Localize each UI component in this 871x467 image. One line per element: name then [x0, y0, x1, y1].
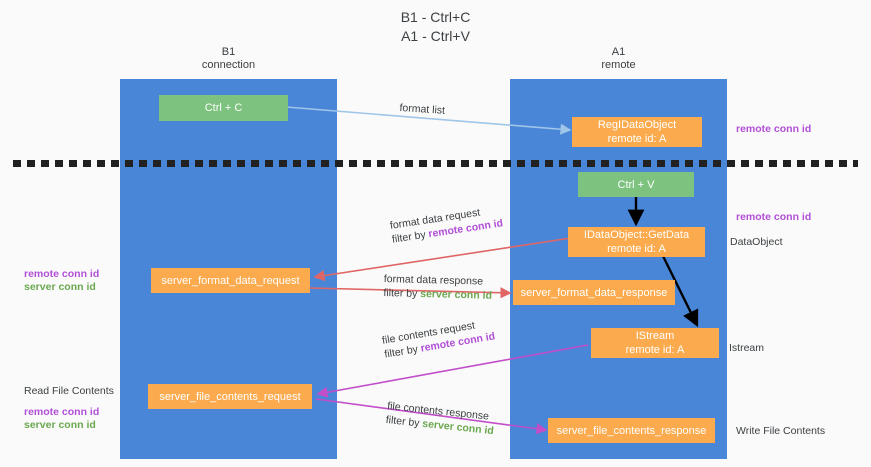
- annotation-left-server-conn-id: server conn id: [24, 281, 96, 294]
- node-server-file-contents-response-label: server_file_contents_response: [556, 424, 707, 437]
- node-reg-idataobject-line2: remote id: A: [607, 133, 667, 145]
- annotation-left-server-conn-id-2: server conn id: [24, 419, 96, 432]
- edge-label-format-data-response-line2: filter by server conn id: [383, 286, 492, 303]
- annotation-right-remote-conn-id-mid: remote conn id: [736, 211, 811, 224]
- node-server-format-data-request-label: server_format_data_request: [161, 274, 300, 287]
- node-ctrl-v-label: Ctrl + V: [617, 178, 655, 191]
- annotation-left-remote-conn-id-text: remote conn id: [24, 268, 100, 280]
- edge-label-file-contents-response-prefix: filter by: [385, 413, 423, 430]
- annotation-right-dataobject-text: DataObject: [730, 236, 783, 248]
- node-idataobject-getdata[interactable]: IDataObject::GetData remote id: A: [568, 227, 705, 257]
- annotation-left-remote-conn-id-2-text: remote conn id: [24, 406, 100, 418]
- node-server-file-contents-request[interactable]: server_file_contents_request: [148, 384, 312, 409]
- annotation-right-dataobject: DataObject: [730, 236, 783, 249]
- edge-label-format-data-response-prefix: filter by: [383, 286, 421, 300]
- annotation-right-write-file-contents-text: Write File Contents: [736, 425, 826, 437]
- node-server-format-data-response-label: server_format_data_response: [520, 286, 668, 299]
- node-ctrl-c[interactable]: Ctrl + C: [159, 95, 288, 121]
- node-reg-idataobject[interactable]: RegIDataObject remote id: A: [572, 117, 702, 147]
- node-idataobject-getdata-line1: IDataObject::GetData: [583, 229, 690, 241]
- annotation-left-server-conn-id-text: server conn id: [24, 281, 96, 293]
- node-istream-line2: remote id: A: [625, 344, 685, 356]
- node-idataobject-getdata-line2: remote id: A: [607, 243, 666, 255]
- node-istream[interactable]: IStream remote id: A: [591, 328, 719, 358]
- node-ctrl-c-label: Ctrl + C: [204, 102, 243, 114]
- annotation-left-server-conn-id-2-text: server conn id: [24, 419, 96, 431]
- arrow-format-data-request: [313, 237, 572, 282]
- annotation-left-remote-conn-id: remote conn id: [24, 268, 99, 281]
- arrow-getdata-to-istream: [661, 255, 699, 328]
- annotation-right-remote-conn-id-top-text: remote conn id: [736, 123, 812, 135]
- column-header-b1-name: B1: [221, 46, 236, 58]
- node-server-format-data-response[interactable]: server_format_data_response: [513, 280, 675, 305]
- node-server-file-contents-request-label: server_file_contents_request: [159, 390, 301, 403]
- annotation-right-write-file-contents: Write File Contents: [736, 425, 825, 438]
- annotation-left-read-file-contents: Read File Contents: [24, 385, 114, 398]
- arrow-file-contents-request: [316, 344, 589, 398]
- annotation-left-remote-conn-id-2: remote conn id: [24, 406, 99, 419]
- arrow-format-data-response: [309, 287, 512, 299]
- annotation-right-istream-text: Istream: [729, 342, 765, 354]
- edge-label-format-data-response-key: server conn id: [420, 287, 493, 302]
- annotation-right-remote-conn-id-top: remote conn id: [736, 123, 811, 136]
- annotation-right-remote-conn-id-mid-text: remote conn id: [736, 211, 812, 223]
- node-ctrl-v[interactable]: Ctrl + V: [578, 172, 694, 197]
- column-header-a1-name: A1: [611, 46, 626, 58]
- annotation-left-read-file-contents-text: Read File Contents: [24, 385, 114, 397]
- arrow-file-contents-response: [315, 398, 548, 435]
- node-istream-line1: IStream: [635, 330, 675, 342]
- annotation-right-istream: Istream: [729, 342, 764, 355]
- edge-label-format-data-response: format data response filter by server co…: [383, 272, 492, 303]
- column-header-a1-sub: remote: [601, 59, 636, 71]
- node-server-file-contents-response[interactable]: server_file_contents_response: [548, 418, 715, 443]
- column-header-b1: B1 connection: [120, 46, 337, 72]
- edge-label-format-list: format list: [399, 101, 445, 118]
- edge-label-format-list-text: format list: [399, 101, 446, 117]
- node-reg-idataobject-line1: RegIDataObject: [597, 119, 677, 131]
- page-title: B1 - Ctrl+C A1 - Ctrl+V: [400, 9, 471, 44]
- node-server-format-data-request[interactable]: server_format_data_request: [151, 268, 310, 293]
- arrow-format-list: [273, 105, 572, 135]
- section-divider: [13, 160, 858, 167]
- column-header-b1-sub: connection: [201, 59, 256, 71]
- column-header-a1: A1 remote: [510, 46, 727, 72]
